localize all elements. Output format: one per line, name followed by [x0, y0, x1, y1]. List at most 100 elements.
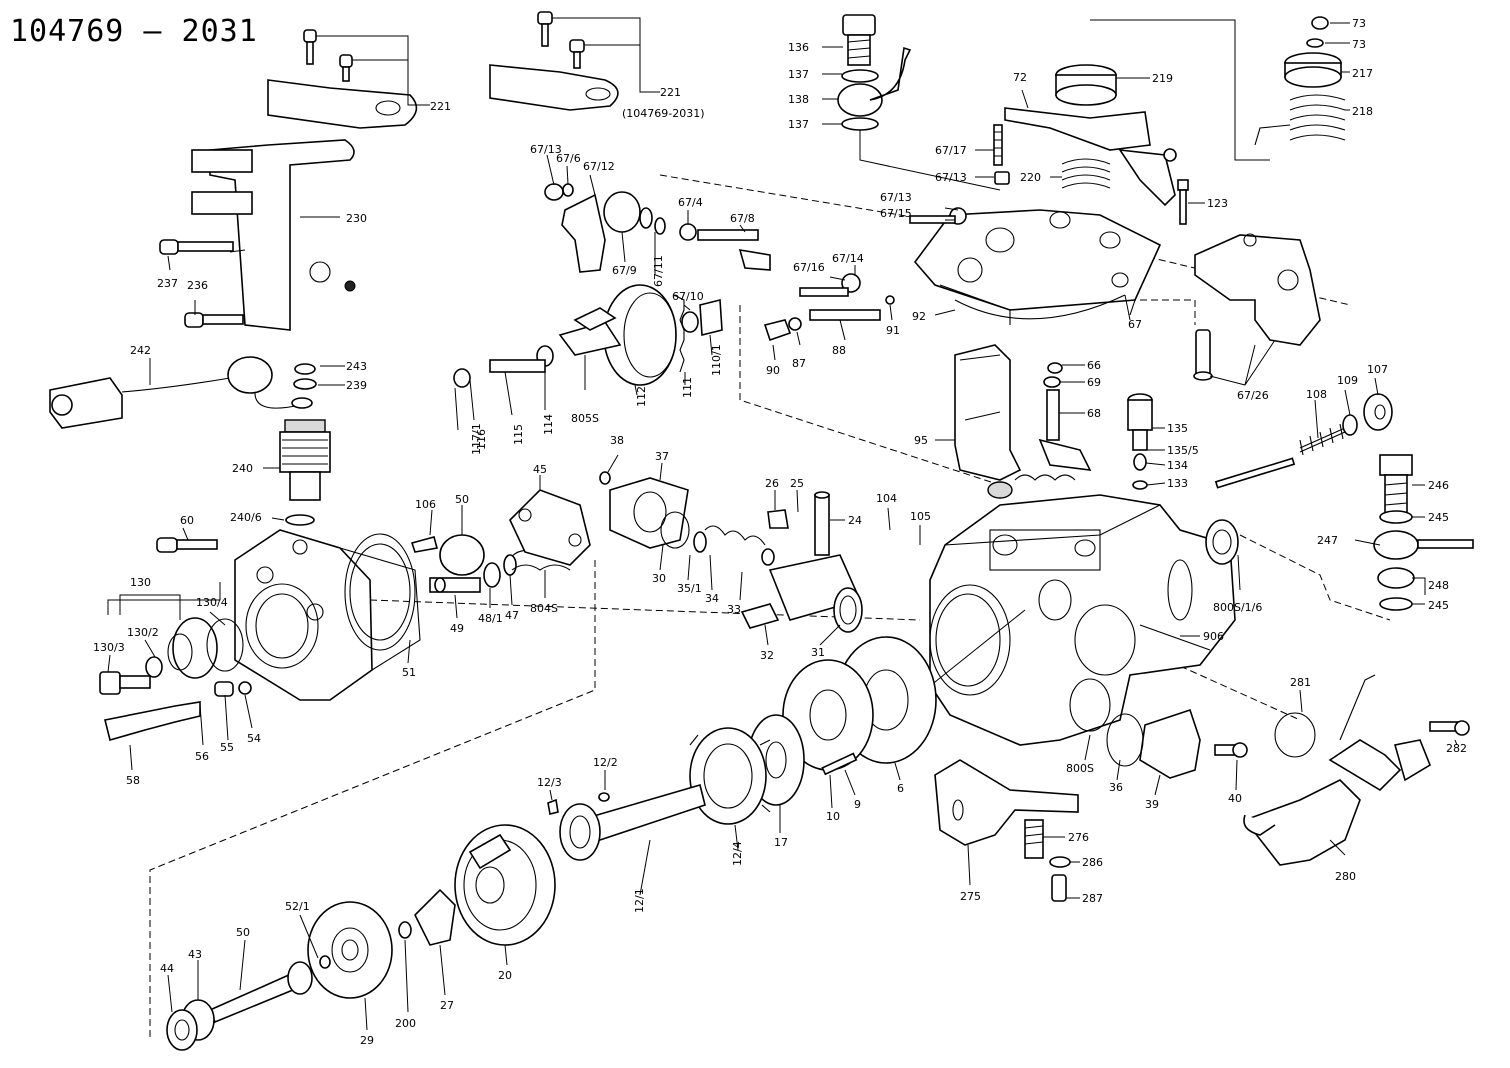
label-67-17: 67/17	[935, 144, 967, 157]
cover-plate-39	[1106, 708, 1248, 779]
label-66: 66	[1087, 359, 1101, 372]
label-51: 51	[402, 666, 416, 679]
label-12-3: 12/3	[537, 776, 562, 789]
label-123: 123	[1207, 197, 1228, 210]
label-67-8: 67/8	[730, 212, 755, 225]
label-245-upper: 245	[1428, 511, 1449, 524]
label-138: 138	[788, 93, 809, 106]
label-906: 906	[1203, 630, 1224, 643]
label-245-lower: 245	[1428, 599, 1449, 612]
label-67-15: 67/15	[880, 207, 912, 220]
label-111: 111	[681, 377, 694, 398]
label-27: 27	[440, 999, 454, 1012]
label-116: 116	[475, 429, 488, 450]
label-67-14: 67/14	[832, 252, 864, 265]
label-47: 47	[505, 609, 519, 622]
part-labels: 221 221 (104769-2031) 230 237 236 242 24…	[93, 17, 1467, 1047]
label-134: 134	[1167, 459, 1188, 472]
label-72: 72	[1013, 71, 1027, 84]
lever-280-281-282	[1243, 674, 1470, 866]
label-200: 200	[395, 1017, 416, 1030]
label-67-4: 67/4	[678, 196, 703, 209]
bracket-221-left	[267, 29, 430, 129]
label-246: 246	[1428, 479, 1449, 492]
label-31: 31	[811, 646, 825, 659]
label-67-13-upper: 67/13	[935, 171, 967, 184]
label-87: 87	[792, 357, 806, 370]
label-105: 105	[910, 510, 931, 523]
label-67-13-left: 67/13	[530, 143, 562, 156]
label-sub-number: (104769-2031)	[622, 107, 705, 120]
leader-lines	[107, 22, 1458, 1031]
label-130-2: 130/2	[127, 626, 159, 639]
assembly-lines	[149, 19, 1391, 1040]
label-137-lower: 137	[788, 118, 809, 131]
label-67-26: 67/26	[1237, 389, 1269, 402]
valve-135	[1127, 393, 1153, 490]
label-44: 44	[160, 962, 174, 975]
label-221-left: 221	[430, 100, 451, 113]
label-130-4: 130/4	[196, 596, 228, 609]
bolts-237-236	[159, 239, 244, 328]
bracket-230	[191, 139, 356, 331]
label-50-lower: 50	[236, 926, 250, 939]
label-36: 36	[1109, 781, 1123, 794]
label-248: 248	[1428, 579, 1449, 592]
label-43: 43	[188, 948, 202, 961]
label-45: 45	[533, 463, 547, 476]
label-39: 39	[1145, 798, 1159, 811]
label-237: 237	[157, 277, 178, 290]
label-73-lower: 73	[1352, 38, 1366, 51]
label-67-13-lower: 67/13	[880, 191, 912, 204]
pump-housing	[924, 494, 1239, 746]
label-10: 10	[826, 810, 840, 823]
label-32: 32	[760, 649, 774, 662]
label-217: 217	[1352, 67, 1373, 80]
bracket-67-26	[1193, 233, 1321, 381]
label-9: 9	[854, 798, 861, 811]
label-805S: 805S	[571, 412, 599, 425]
label-92: 92	[912, 310, 926, 323]
label-40: 40	[1228, 792, 1242, 805]
label-90: 90	[766, 364, 780, 377]
label-136: 136	[788, 41, 809, 54]
label-12-2: 12/2	[593, 756, 618, 769]
label-67-10: 67/10	[672, 290, 704, 303]
label-33: 33	[727, 603, 741, 616]
governor-flyweight-805S	[453, 284, 723, 388]
label-112: 112	[635, 386, 648, 407]
label-275: 275	[960, 890, 981, 903]
flyweight-carrier-20	[454, 824, 556, 946]
lever-shaft-136-138	[837, 14, 912, 131]
label-135: 135	[1167, 422, 1188, 435]
roller-ring-parts	[599, 471, 863, 633]
label-281: 281	[1290, 676, 1311, 689]
label-26: 26	[765, 477, 779, 490]
label-804S: 804S	[530, 602, 558, 615]
label-130: 130	[130, 576, 151, 589]
label-69: 69	[1087, 376, 1101, 389]
label-135-5: 135/5	[1167, 444, 1199, 457]
label-130-3: 130/3	[93, 641, 125, 654]
label-25: 25	[790, 477, 804, 490]
label-12-1: 12/1	[633, 888, 646, 913]
label-106: 106	[415, 498, 436, 511]
spring-217-218	[1254, 16, 1346, 146]
label-50-upper: 50	[455, 493, 469, 506]
label-95: 95	[914, 434, 928, 447]
label-236: 236	[187, 279, 208, 292]
label-54: 54	[247, 732, 261, 745]
label-73-upper: 73	[1352, 17, 1366, 30]
label-219: 219	[1152, 72, 1173, 85]
label-117-1: 117/1	[470, 423, 483, 455]
label-218: 218	[1352, 105, 1373, 118]
label-91: 91	[886, 324, 900, 337]
label-109: 109	[1337, 374, 1358, 387]
label-104: 104	[876, 492, 897, 505]
hydraulic-head	[234, 529, 421, 701]
bracket-221-center	[489, 11, 660, 111]
lever-plate-72	[1004, 64, 1189, 225]
label-29: 29	[360, 1034, 374, 1047]
label-12-4: 12/4	[731, 841, 744, 866]
